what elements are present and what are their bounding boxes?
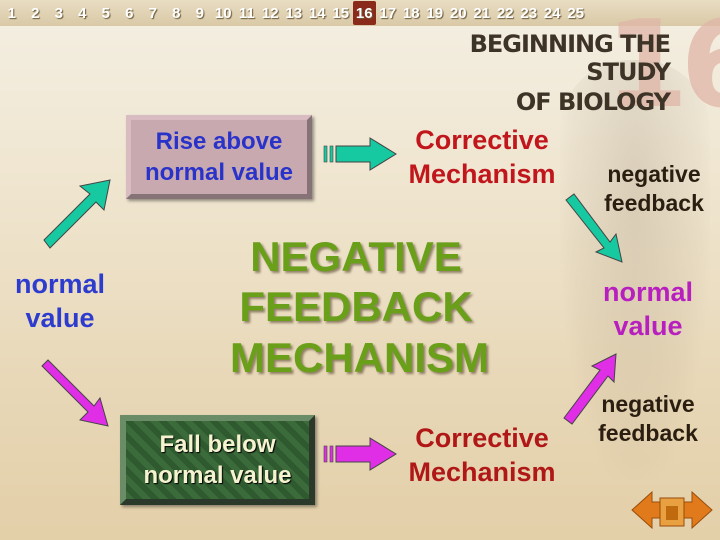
negative-feedback-top: negative feedback <box>604 161 704 216</box>
nav-page-19[interactable]: 19 <box>426 4 444 22</box>
nav-page-15[interactable]: 15 <box>332 4 350 22</box>
nav-page-23[interactable]: 23 <box>520 4 538 22</box>
nav-page-6[interactable]: 6 <box>125 4 134 22</box>
chapter-number: 16 <box>605 0 720 135</box>
nav-page-16[interactable]: 16 <box>352 1 376 25</box>
rise-box: Rise above normal value <box>126 115 312 199</box>
normal-value-right: normal value <box>602 277 694 341</box>
magenta-arrow-up-right-icon <box>563 353 617 425</box>
right-arrow-icon[interactable] <box>683 490 713 530</box>
magenta-arrow-right-bottom-icon <box>323 437 397 471</box>
teal-arrow-right-top-icon <box>323 137 397 171</box>
nav-page-2[interactable]: 2 <box>31 4 40 22</box>
nav-page-21[interactable]: 21 <box>473 4 491 22</box>
normal-value-left: normal value <box>14 269 106 333</box>
nav-page-18[interactable]: 18 <box>402 4 420 22</box>
title-line-1: BEGINNING THE STUDY <box>469 30 671 86</box>
nav-page-12[interactable]: 12 <box>261 4 279 22</box>
title-line-2: OF BIOLOGY <box>515 88 671 116</box>
center-title: NEGATIVE FEEDBACK MECHANISM <box>230 233 489 381</box>
nav-page-25[interactable]: 25 <box>567 4 585 22</box>
nav-page-10[interactable]: 10 <box>214 4 232 22</box>
nav-page-8[interactable]: 8 <box>172 4 181 22</box>
nav-page-20[interactable]: 20 <box>449 4 467 22</box>
teal-arrow-down-right-icon <box>565 193 623 263</box>
nav-page-11[interactable]: 11 <box>238 4 255 22</box>
corrective-mechanism-top: Corrective Mechanism <box>408 125 556 189</box>
nav-page-7[interactable]: 7 <box>148 4 157 22</box>
background-penguin <box>560 60 710 480</box>
home-icon[interactable] <box>659 497 685 527</box>
magenta-arrow-down-right-icon <box>41 359 109 427</box>
fall-box: Fall below normal value <box>120 415 315 505</box>
nav-page-9[interactable]: 9 <box>195 4 204 22</box>
nav-page-22[interactable]: 22 <box>496 4 514 22</box>
nav-page-3[interactable]: 3 <box>54 4 63 22</box>
nav-page-1[interactable]: 1 <box>7 4 16 22</box>
negative-feedback-bottom: negative feedback <box>598 391 698 446</box>
nav-page-13[interactable]: 13 <box>285 4 303 22</box>
left-arrow-icon[interactable] <box>631 490 661 530</box>
nav-page-14[interactable]: 14 <box>308 4 326 22</box>
corrective-mechanism-bottom: Corrective Mechanism <box>408 423 556 487</box>
page-title: BEGINNING THE STUDY OF BIOLOGY <box>440 30 671 116</box>
nav-page-24[interactable]: 24 <box>543 4 561 22</box>
teal-arrow-up-left-icon <box>43 179 111 249</box>
slide-nav-buttons <box>631 490 713 530</box>
nav-page-5[interactable]: 5 <box>101 4 110 22</box>
nav-page-17[interactable]: 17 <box>379 4 397 22</box>
nav-page-4[interactable]: 4 <box>78 4 87 22</box>
